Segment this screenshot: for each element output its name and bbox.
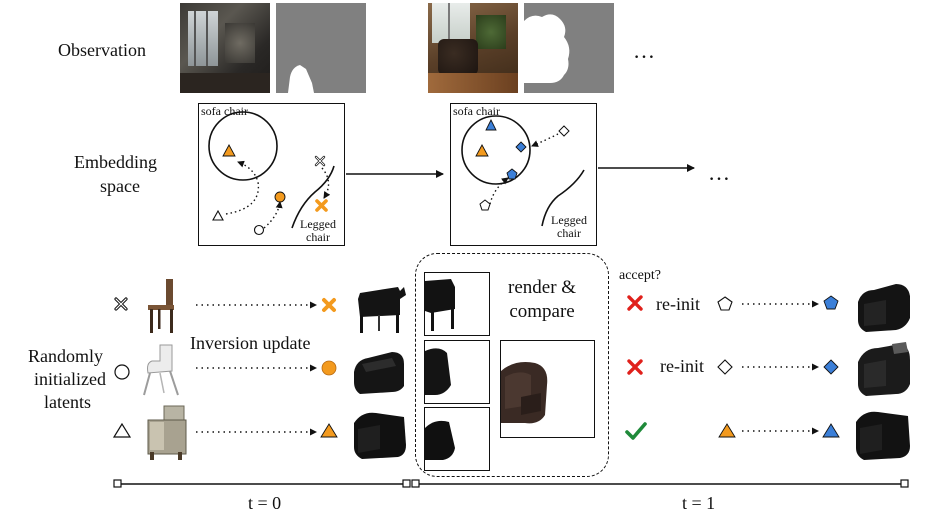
legged-chair-label-t1: Legged chair <box>551 214 587 240</box>
render-view-1 <box>424 272 490 336</box>
triangle-marker-icon <box>320 423 338 438</box>
observation-label: Observation <box>58 40 146 60</box>
triangle-marker-icon <box>112 422 132 438</box>
final-chair-3 <box>854 404 912 462</box>
observation-mask-t1 <box>524 3 614 93</box>
triangle-marker-icon <box>475 144 489 157</box>
triangle-marker-icon <box>485 118 497 131</box>
chair-photo-legged <box>140 277 186 335</box>
final-chair-1 <box>856 280 912 334</box>
final-chair-2 <box>856 340 912 398</box>
render-view-3 <box>424 407 490 471</box>
sofa-chair-cluster-t0 <box>208 111 278 181</box>
circle-marker-icon <box>114 364 130 380</box>
triangle-marker-icon <box>222 144 236 157</box>
chair-photo-armchair <box>144 404 190 462</box>
diamond-marker-icon <box>717 359 733 375</box>
latents-label-line3: latents <box>44 392 91 412</box>
latents-label-line2: initialized <box>34 369 106 389</box>
render-view-2 <box>424 340 490 404</box>
cross-marker-icon <box>322 298 336 312</box>
embedding-ellipsis: … <box>708 160 730 185</box>
render-compare-label: render & compare <box>508 276 576 324</box>
rendered-chair-t0-sofa <box>352 346 406 396</box>
legged-chair-boundary-t1 <box>541 169 585 227</box>
triangle-marker-icon <box>822 423 840 438</box>
triangle-marker-icon <box>212 209 224 221</box>
green-check-icon <box>625 422 647 440</box>
pentagon-marker-icon <box>506 168 518 180</box>
render-compare-panel <box>415 253 609 477</box>
timeline-label-t1: t = 1 <box>682 493 716 513</box>
trajectory-diamond-t1 <box>531 133 559 147</box>
legged-chair-label-t0: Legged chair <box>300 218 336 244</box>
timeline-tick <box>113 479 122 488</box>
diamond-marker-icon <box>558 125 570 137</box>
sofa-chair-cluster-t1 <box>461 115 531 185</box>
observation-mask-t0 <box>276 3 366 93</box>
embedding-label-line1: Embedding <box>74 152 157 172</box>
observation-photo-t1 <box>428 3 518 93</box>
sofa-chair-label-t1: sofa chair <box>453 104 500 118</box>
timeline-tick <box>411 479 420 488</box>
legged-chair-boundary-t0 <box>291 165 335 229</box>
legged-label-line1: Legged <box>300 217 336 231</box>
trajectory-circle-t0 <box>263 201 283 229</box>
embedding-label-line2: space <box>100 176 140 196</box>
timeline-tick <box>402 479 411 488</box>
legged-label-line2: chair <box>306 230 330 244</box>
circle-marker-icon <box>253 224 265 236</box>
rendered-chair-t0-legged <box>350 279 408 335</box>
circle-marker-icon <box>274 191 286 203</box>
timeline-label-t0: t = 0 <box>248 493 282 513</box>
accept-question-label: accept? <box>619 268 661 283</box>
render-label-line1: render & <box>508 277 577 298</box>
latents-label-line1: Randomly <box>28 346 103 366</box>
inversion-update-label: Inversion update <box>190 333 311 353</box>
pentagon-marker-icon <box>479 199 491 211</box>
observation-ellipsis: … <box>633 38 655 63</box>
circle-marker-icon <box>321 360 337 376</box>
compare-target-view <box>500 340 595 438</box>
red-cross-icon <box>627 359 643 375</box>
sofa-chair-label-t0: sofa chair <box>201 104 248 118</box>
trajectory-triangle-t0 <box>225 160 260 215</box>
triangle-marker-icon <box>718 423 736 438</box>
pentagon-marker-icon <box>823 295 839 310</box>
rendered-chair-t0-armchair <box>352 405 408 461</box>
timeline-tick <box>900 479 909 488</box>
diamond-marker-icon <box>515 141 527 153</box>
embedding-box-t1 <box>450 103 597 246</box>
cross-marker-icon <box>315 199 328 212</box>
observation-photo-t0 <box>180 3 270 93</box>
legged-label-line2: chair <box>557 226 581 240</box>
reinit-label-2: re-init <box>660 356 704 376</box>
reinit-label-1: re-init <box>656 294 700 314</box>
chair-photo-white <box>138 343 186 397</box>
diamond-marker-icon <box>823 359 839 375</box>
legged-label-line1: Legged <box>551 213 587 227</box>
pentagon-marker-icon <box>717 296 733 311</box>
red-cross-icon <box>627 295 643 311</box>
render-label-line2: compare <box>509 301 575 322</box>
